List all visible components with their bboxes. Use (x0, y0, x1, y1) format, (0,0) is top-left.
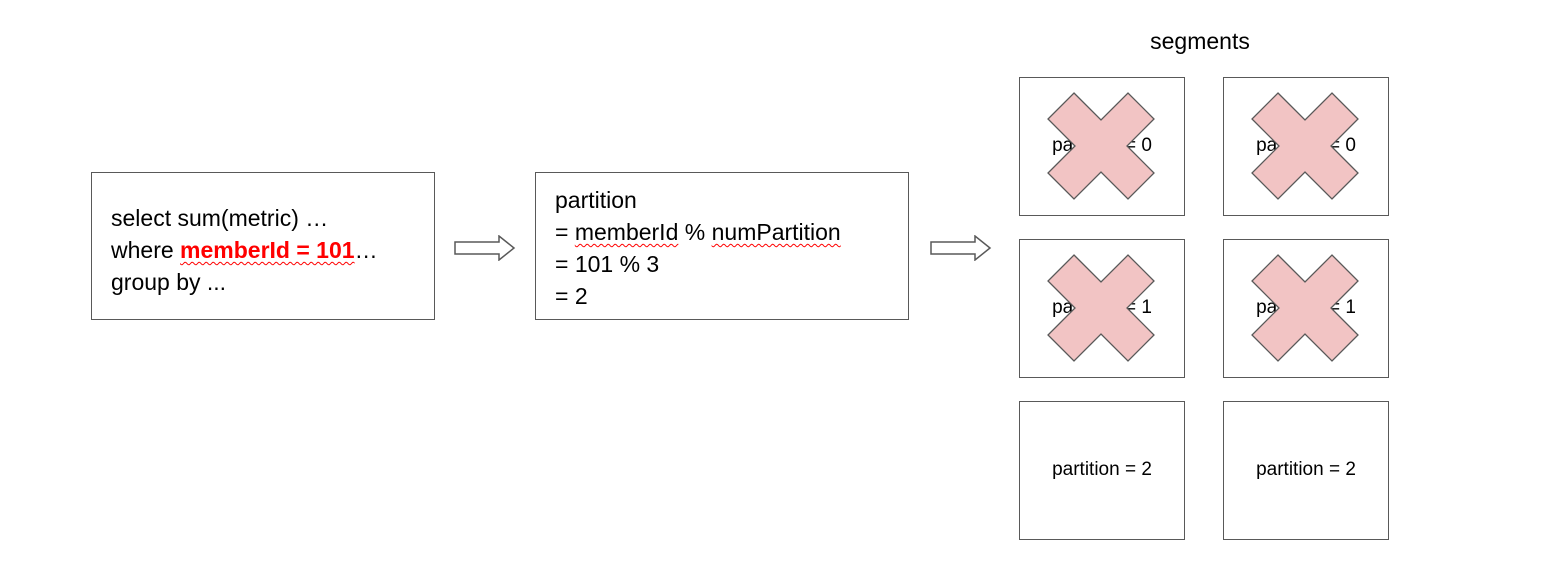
segment-partition-2-a: partition = 2 (1019, 401, 1185, 540)
cross-icon (1251, 254, 1359, 362)
formula-term-numpartition: numPartition (711, 219, 841, 245)
cross-icon (1047, 92, 1155, 200)
query-box: select sum(metric) … where memberId = 10… (91, 172, 435, 320)
query-where-suffix: … (354, 237, 378, 263)
query-filter-highlight: memberId = 101 (180, 237, 355, 263)
segment-label: partition = 2 (1256, 459, 1356, 480)
formula-line-result: = 2 (555, 283, 588, 309)
cross-icon (1047, 254, 1155, 362)
segment-partition-1-b: partition = 1 (1223, 239, 1389, 378)
segment-partition-2-b: partition = 2 (1223, 401, 1389, 540)
segment-partition-0-a: partition = 0 (1019, 77, 1185, 216)
cross-icon (1251, 92, 1359, 200)
segment-partition-0-b: partition = 0 (1223, 77, 1389, 216)
right-arrow-icon (454, 235, 516, 261)
formula-term-memberid: memberId (574, 219, 679, 245)
query-line-groupby: group by ... (111, 269, 227, 295)
segment-partition-1-a: partition = 1 (1019, 239, 1185, 378)
query-where-prefix: where (111, 237, 181, 263)
segments-title: segments (1150, 28, 1250, 54)
formula-line-substituted: = 101 % 3 (555, 251, 660, 277)
partition-formula-box: partition = memberId % numPartition = 10… (535, 172, 909, 320)
formula-line-modulo: = memberId % numPartition (555, 216, 908, 248)
formula-line-partition: partition (555, 187, 637, 213)
query-line-where: where memberId = 101… (111, 234, 434, 266)
segment-label: partition = 2 (1052, 459, 1152, 480)
formula-prefix: = (555, 219, 575, 245)
right-arrow-icon (930, 235, 992, 261)
query-line-select: select sum(metric) … (111, 205, 329, 231)
formula-operator: % (678, 219, 712, 245)
